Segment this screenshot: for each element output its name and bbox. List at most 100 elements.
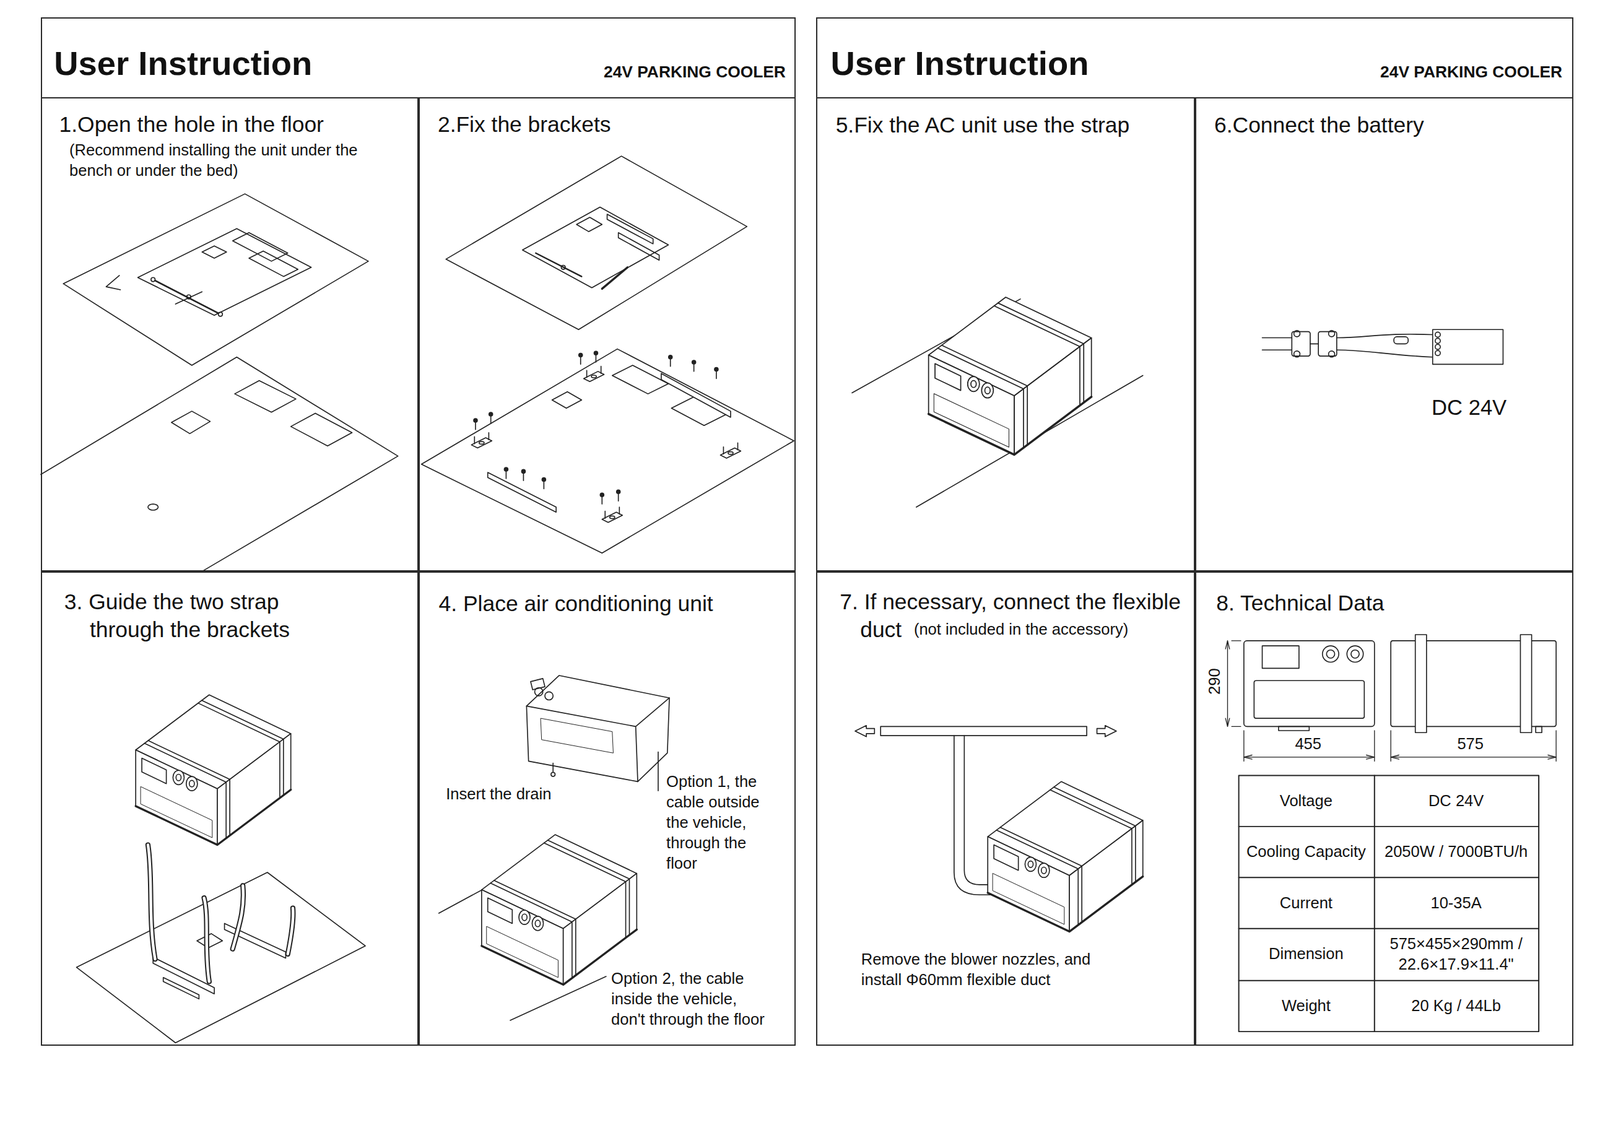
flexible-duct <box>855 725 875 737</box>
front-elevation <box>1322 645 1339 662</box>
battery-cable <box>1435 331 1441 337</box>
floor-plate-cut <box>147 504 158 511</box>
step-heading: 4. Place air conditioning unit <box>439 590 714 618</box>
ac-unit <box>481 834 637 985</box>
ac-unit-underside <box>530 678 545 690</box>
ac-unit <box>928 297 1092 455</box>
ac-unit <box>481 834 637 985</box>
side-elevation <box>1390 634 1557 733</box>
dimension-label: 290 <box>1203 668 1225 696</box>
dimension-label: 575 <box>1456 733 1484 755</box>
floor-plate-brackets <box>487 472 557 513</box>
instruction-page: 1.Open the hole in the floor(Recommend i… <box>40 17 796 1046</box>
step-heading: 5.Fix the AC unit use the strap <box>835 112 1131 139</box>
floor-plate-straps <box>232 885 244 949</box>
floor-plate-straps <box>147 845 156 960</box>
model-name: 24V PARKING COOLER <box>603 62 786 83</box>
floor-plate-brackets <box>471 432 492 449</box>
floor-plate-brackets <box>521 469 526 481</box>
step-panel: 8. Technical Data <box>1195 571 1574 1046</box>
ac-unit-underside <box>526 675 670 791</box>
battery-cable <box>1294 330 1301 337</box>
dimension-lines <box>1390 730 1557 761</box>
step-heading: 1.Open the hole in the floor <box>59 111 324 139</box>
battery-cable <box>1262 329 1504 365</box>
ac-unit-underside <box>540 718 614 753</box>
floor-plate-cut <box>40 357 399 572</box>
front-elevation <box>1346 645 1363 662</box>
front-elevation <box>1326 650 1335 659</box>
floor-plate-marked <box>151 277 156 282</box>
floor-plate-marked <box>576 217 602 232</box>
table-cell: Voltage <box>1279 790 1333 812</box>
floor-plate-marked <box>218 312 223 317</box>
flexible-duct <box>1097 725 1117 737</box>
dimension-lines <box>1225 640 1230 727</box>
step-panel: 5.Fix the AC unit use the strap <box>816 97 1195 572</box>
floor-plate-cut <box>171 411 211 434</box>
side-elevation <box>1535 726 1542 733</box>
floor-plate-straps <box>232 885 244 949</box>
floor-plate-marked <box>232 232 288 262</box>
floor-plate-brackets <box>671 396 727 426</box>
ac-unit <box>135 694 291 845</box>
step-heading: 2.Fix the brackets <box>437 111 612 139</box>
floor-plate-marked <box>248 250 298 277</box>
flexible-duct <box>880 726 1087 736</box>
voltage-label: DC 24V <box>1431 395 1507 422</box>
table-cell: Cooling Capacity <box>1246 841 1366 862</box>
page-title: User Instruction <box>830 43 1089 84</box>
data-table <box>1239 775 1540 1032</box>
battery-cable <box>1262 337 1293 350</box>
floor-plate-brackets <box>473 418 478 430</box>
front-elevation <box>1253 680 1365 719</box>
floor-plate-marked <box>522 207 669 288</box>
dimension-label: 455 <box>1294 733 1322 755</box>
floor-plate-marked <box>63 193 369 366</box>
floor-plate-marked <box>601 267 628 290</box>
floor-plate-brackets <box>421 349 795 554</box>
floor-plate-marked <box>445 156 747 330</box>
dimension-lines <box>1227 640 1241 727</box>
floor-plate-cut <box>234 380 296 413</box>
floor-plate-marked <box>201 245 227 259</box>
floor-plate-brackets <box>601 507 623 523</box>
floor-plate-brackets <box>692 360 696 372</box>
floor-plate-cut <box>291 413 353 446</box>
floor-plate-brackets <box>541 478 546 490</box>
floor-plate-brackets <box>489 412 493 424</box>
battery-cable <box>1435 344 1441 350</box>
ac-unit-underside <box>526 675 670 782</box>
step-heading: 3. Guide the two strap through the brack… <box>64 588 332 644</box>
battery-cable <box>1432 329 1504 365</box>
floor-plate-marked <box>560 265 566 270</box>
floor-plate-brackets <box>668 355 673 367</box>
floor-plate-brackets <box>600 492 604 505</box>
table-cell: Dimension <box>1268 943 1344 965</box>
dimension-lines <box>1225 640 1557 761</box>
floor-plate-marked <box>535 253 582 277</box>
floor-plate-brackets <box>552 391 583 409</box>
floor-plate-marked <box>105 275 121 290</box>
floor-plate-straps <box>196 933 223 948</box>
table-cell: 20 Kg / 44Lb <box>1411 995 1501 1017</box>
floor-plate-marked <box>63 193 369 366</box>
ac-unit <box>987 781 1143 932</box>
ac-unit-underside <box>552 763 554 773</box>
floor-plate-straps <box>147 845 156 960</box>
data-table <box>1239 775 1540 1032</box>
floor-plate-brackets <box>421 349 795 554</box>
callout-text: Remove the blower nozzles, and install Φ… <box>861 949 1119 991</box>
battery-cable <box>1336 334 1433 358</box>
ac-unit-underside <box>544 691 553 700</box>
ac-unit-underside <box>526 697 670 782</box>
floor-plate-straps <box>76 845 366 1044</box>
floor-plate-brackets <box>583 366 605 383</box>
front-elevation <box>1243 640 1375 727</box>
step-heading: 8. Technical Data <box>1216 590 1384 617</box>
callout-text: Option 1, the cable outside the vehicle,… <box>666 771 771 874</box>
floor-plate-brackets <box>578 353 583 365</box>
front-elevation <box>1351 650 1360 659</box>
